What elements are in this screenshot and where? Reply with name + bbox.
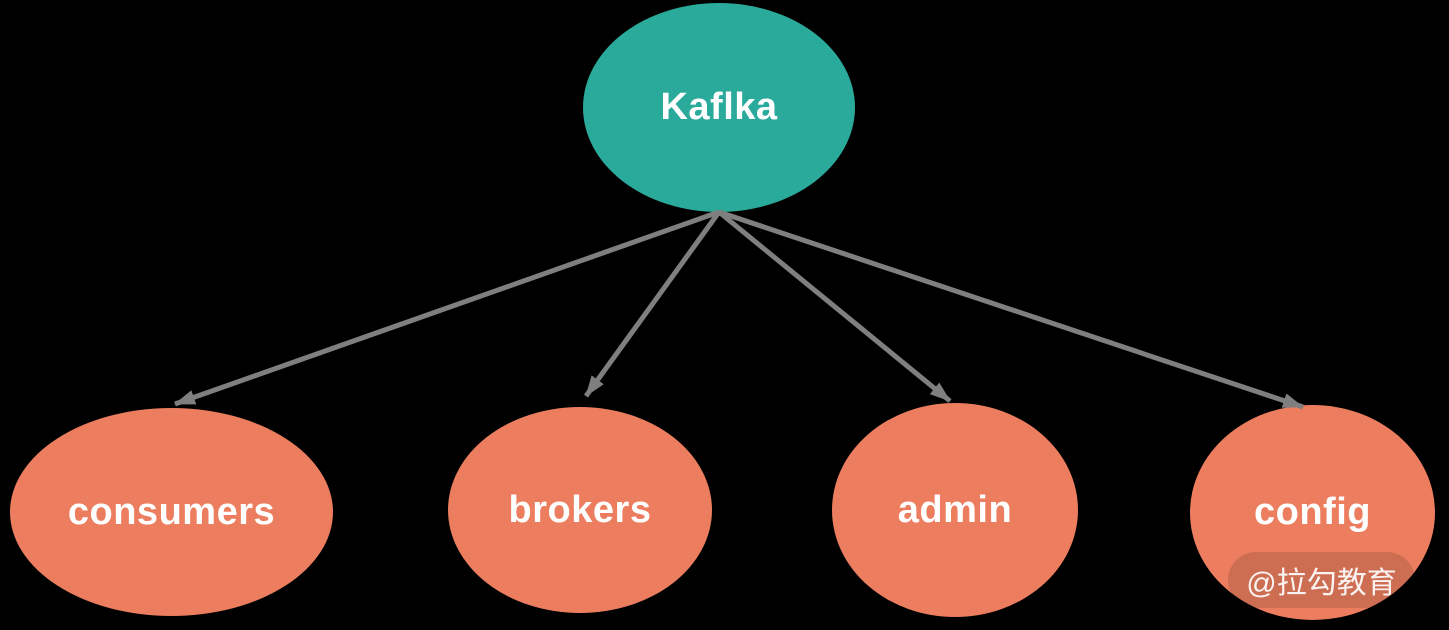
node-consumers-label: consumers (67, 490, 276, 533)
watermark-text: @拉勾教育 (1246, 567, 1397, 600)
node-kafka: Kaflka (583, 3, 855, 212)
arrow-kafka-to-brokers (583, 210, 722, 398)
node-config-label: config (1254, 491, 1371, 533)
node-admin-label: admin (897, 488, 1013, 531)
arrow-kafka-to-consumers (174, 209, 720, 407)
node-admin: admin (832, 403, 1078, 617)
node-kafka-label: Kaflka (660, 86, 778, 128)
arrow-kafka-to-config (718, 209, 1304, 410)
node-consumers: consumers (10, 408, 333, 616)
node-brokers: brokers (448, 407, 712, 613)
node-brokers-label: brokers (508, 488, 652, 531)
watermark-badge: @拉勾教育 (1228, 552, 1415, 608)
arrow-kafka-to-admin (717, 210, 952, 403)
node-config: config (1190, 405, 1435, 620)
